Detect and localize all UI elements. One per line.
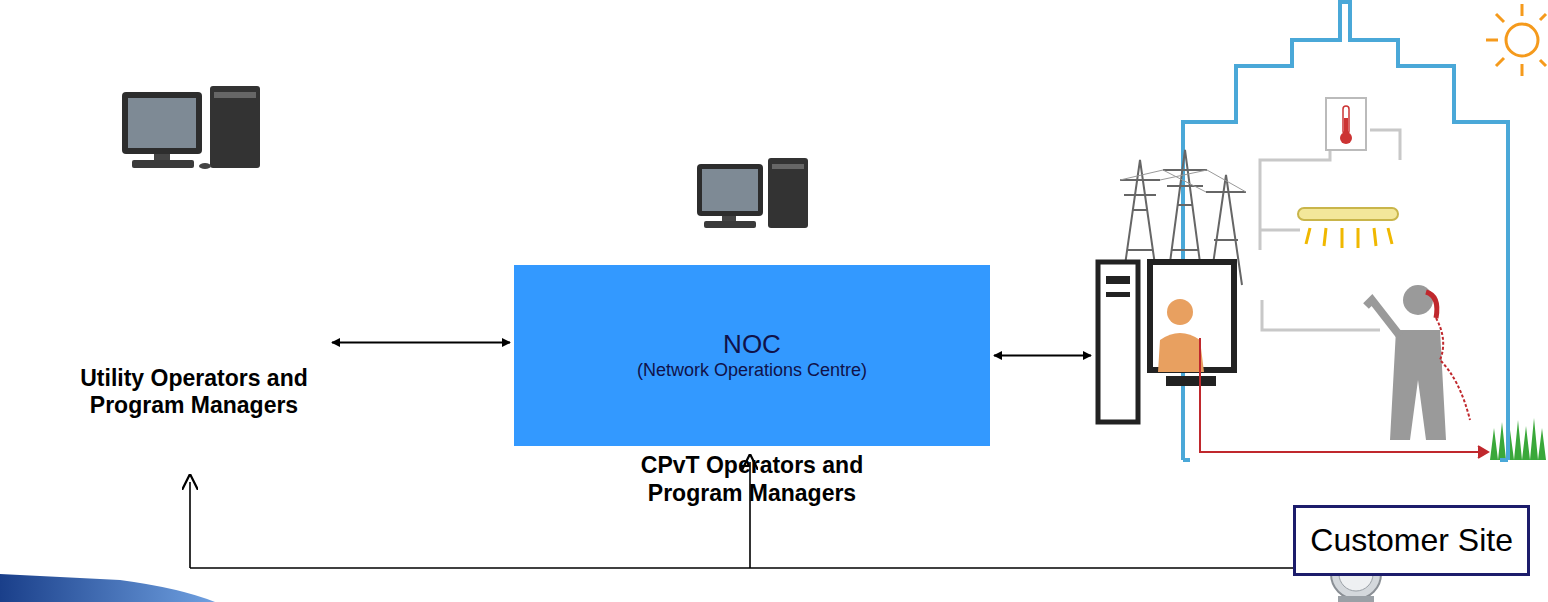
- customer-site-node: Customer Site: [1095, 0, 1548, 584]
- computer-icon: [697, 158, 808, 228]
- building: [1183, 2, 1508, 460]
- box-title: NOC: [723, 329, 781, 360]
- grass: [1490, 418, 1546, 460]
- connector-arrow: [994, 355, 1091, 357]
- interior-wiring: [1260, 130, 1400, 330]
- box-subtitle: (Network Operations Centre): [637, 360, 867, 382]
- light-fixture: [1298, 208, 1398, 248]
- thermometer: [1326, 98, 1366, 150]
- slide-swoosh: [0, 574, 215, 602]
- sun: [1486, 4, 1546, 76]
- site-label: Customer Site: [1293, 505, 1530, 576]
- operator-label: CPvT Operators and Program Managers: [627, 452, 877, 507]
- connector-arrow: [332, 342, 510, 344]
- operator-label: Utility Operators and Program Managers: [60, 365, 328, 420]
- noc-box: NOC(Network Operations Centre)CPvT Opera…: [514, 265, 990, 446]
- computer-icon: [122, 86, 260, 169]
- person-phone: [1366, 285, 1470, 440]
- utility-operators-node: Utility Operators and Program Managers: [60, 80, 328, 420]
- office-worker: [1098, 262, 1234, 422]
